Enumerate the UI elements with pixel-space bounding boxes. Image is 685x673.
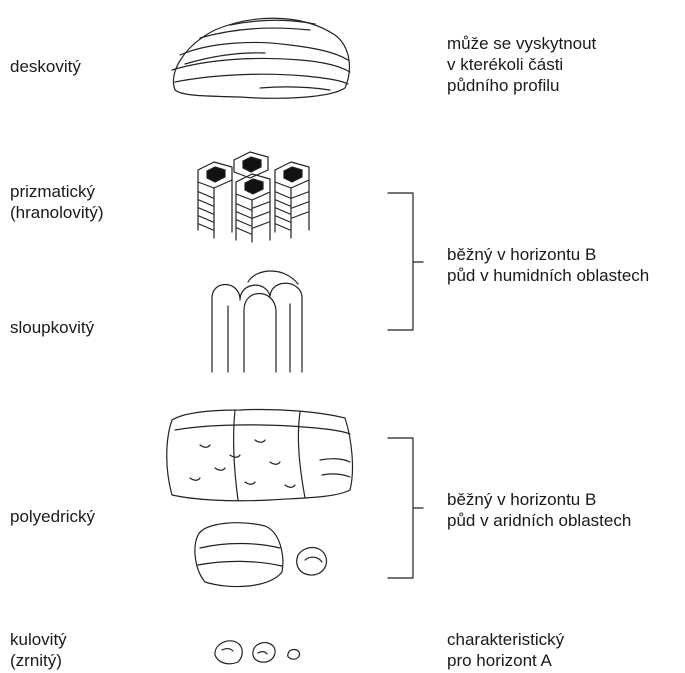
desc-line: může se vyskytnout xyxy=(447,33,596,54)
columnar-structure-drawing xyxy=(212,271,302,372)
label-granular: kulovitý (zrnitý) xyxy=(10,629,67,671)
granular-structure-drawing xyxy=(215,641,300,664)
desc-line: půdního profilu xyxy=(447,75,596,96)
label-prismatic: prizmatický (hranolovitý) xyxy=(10,181,104,223)
label-line: polyedrický xyxy=(10,506,95,527)
blocky-structure-drawing xyxy=(167,409,353,586)
label-line: deskovitý xyxy=(10,56,81,77)
platy-structure-drawing xyxy=(172,18,350,98)
desc-line: charakteristický xyxy=(447,629,564,650)
label-line: (hranolovitý) xyxy=(10,202,104,223)
label-platy: deskovitý xyxy=(10,56,81,77)
desc-any-horizon: může se vyskytnout v kterékoli části půd… xyxy=(447,33,596,96)
bracket-arid xyxy=(388,438,423,578)
desc-line: běžný v horizontu B xyxy=(447,244,649,265)
label-blocky: polyedrický xyxy=(10,506,95,527)
desc-line: v kterékoli části xyxy=(447,54,596,75)
bracket-humid xyxy=(388,193,423,330)
desc-line: půd v humidních oblastech xyxy=(447,265,649,286)
desc-horizon-a: charakteristický pro horizont A xyxy=(447,629,564,671)
desc-line: půd v aridních oblastech xyxy=(447,510,631,531)
label-columnar: sloupkovitý xyxy=(10,317,94,338)
label-line: kulovitý xyxy=(10,629,67,650)
desc-arid: běžný v horizontu B půd v aridních oblas… xyxy=(447,489,631,531)
label-line: prizmatický xyxy=(10,181,104,202)
desc-line: běžný v horizontu B xyxy=(447,489,631,510)
desc-line: pro horizont A xyxy=(447,650,564,671)
desc-humid: běžný v horizontu B půd v humidních obla… xyxy=(447,244,649,286)
label-line: sloupkovitý xyxy=(10,317,94,338)
label-line: (zrnitý) xyxy=(10,650,67,671)
prismatic-structure-drawing xyxy=(198,152,309,242)
